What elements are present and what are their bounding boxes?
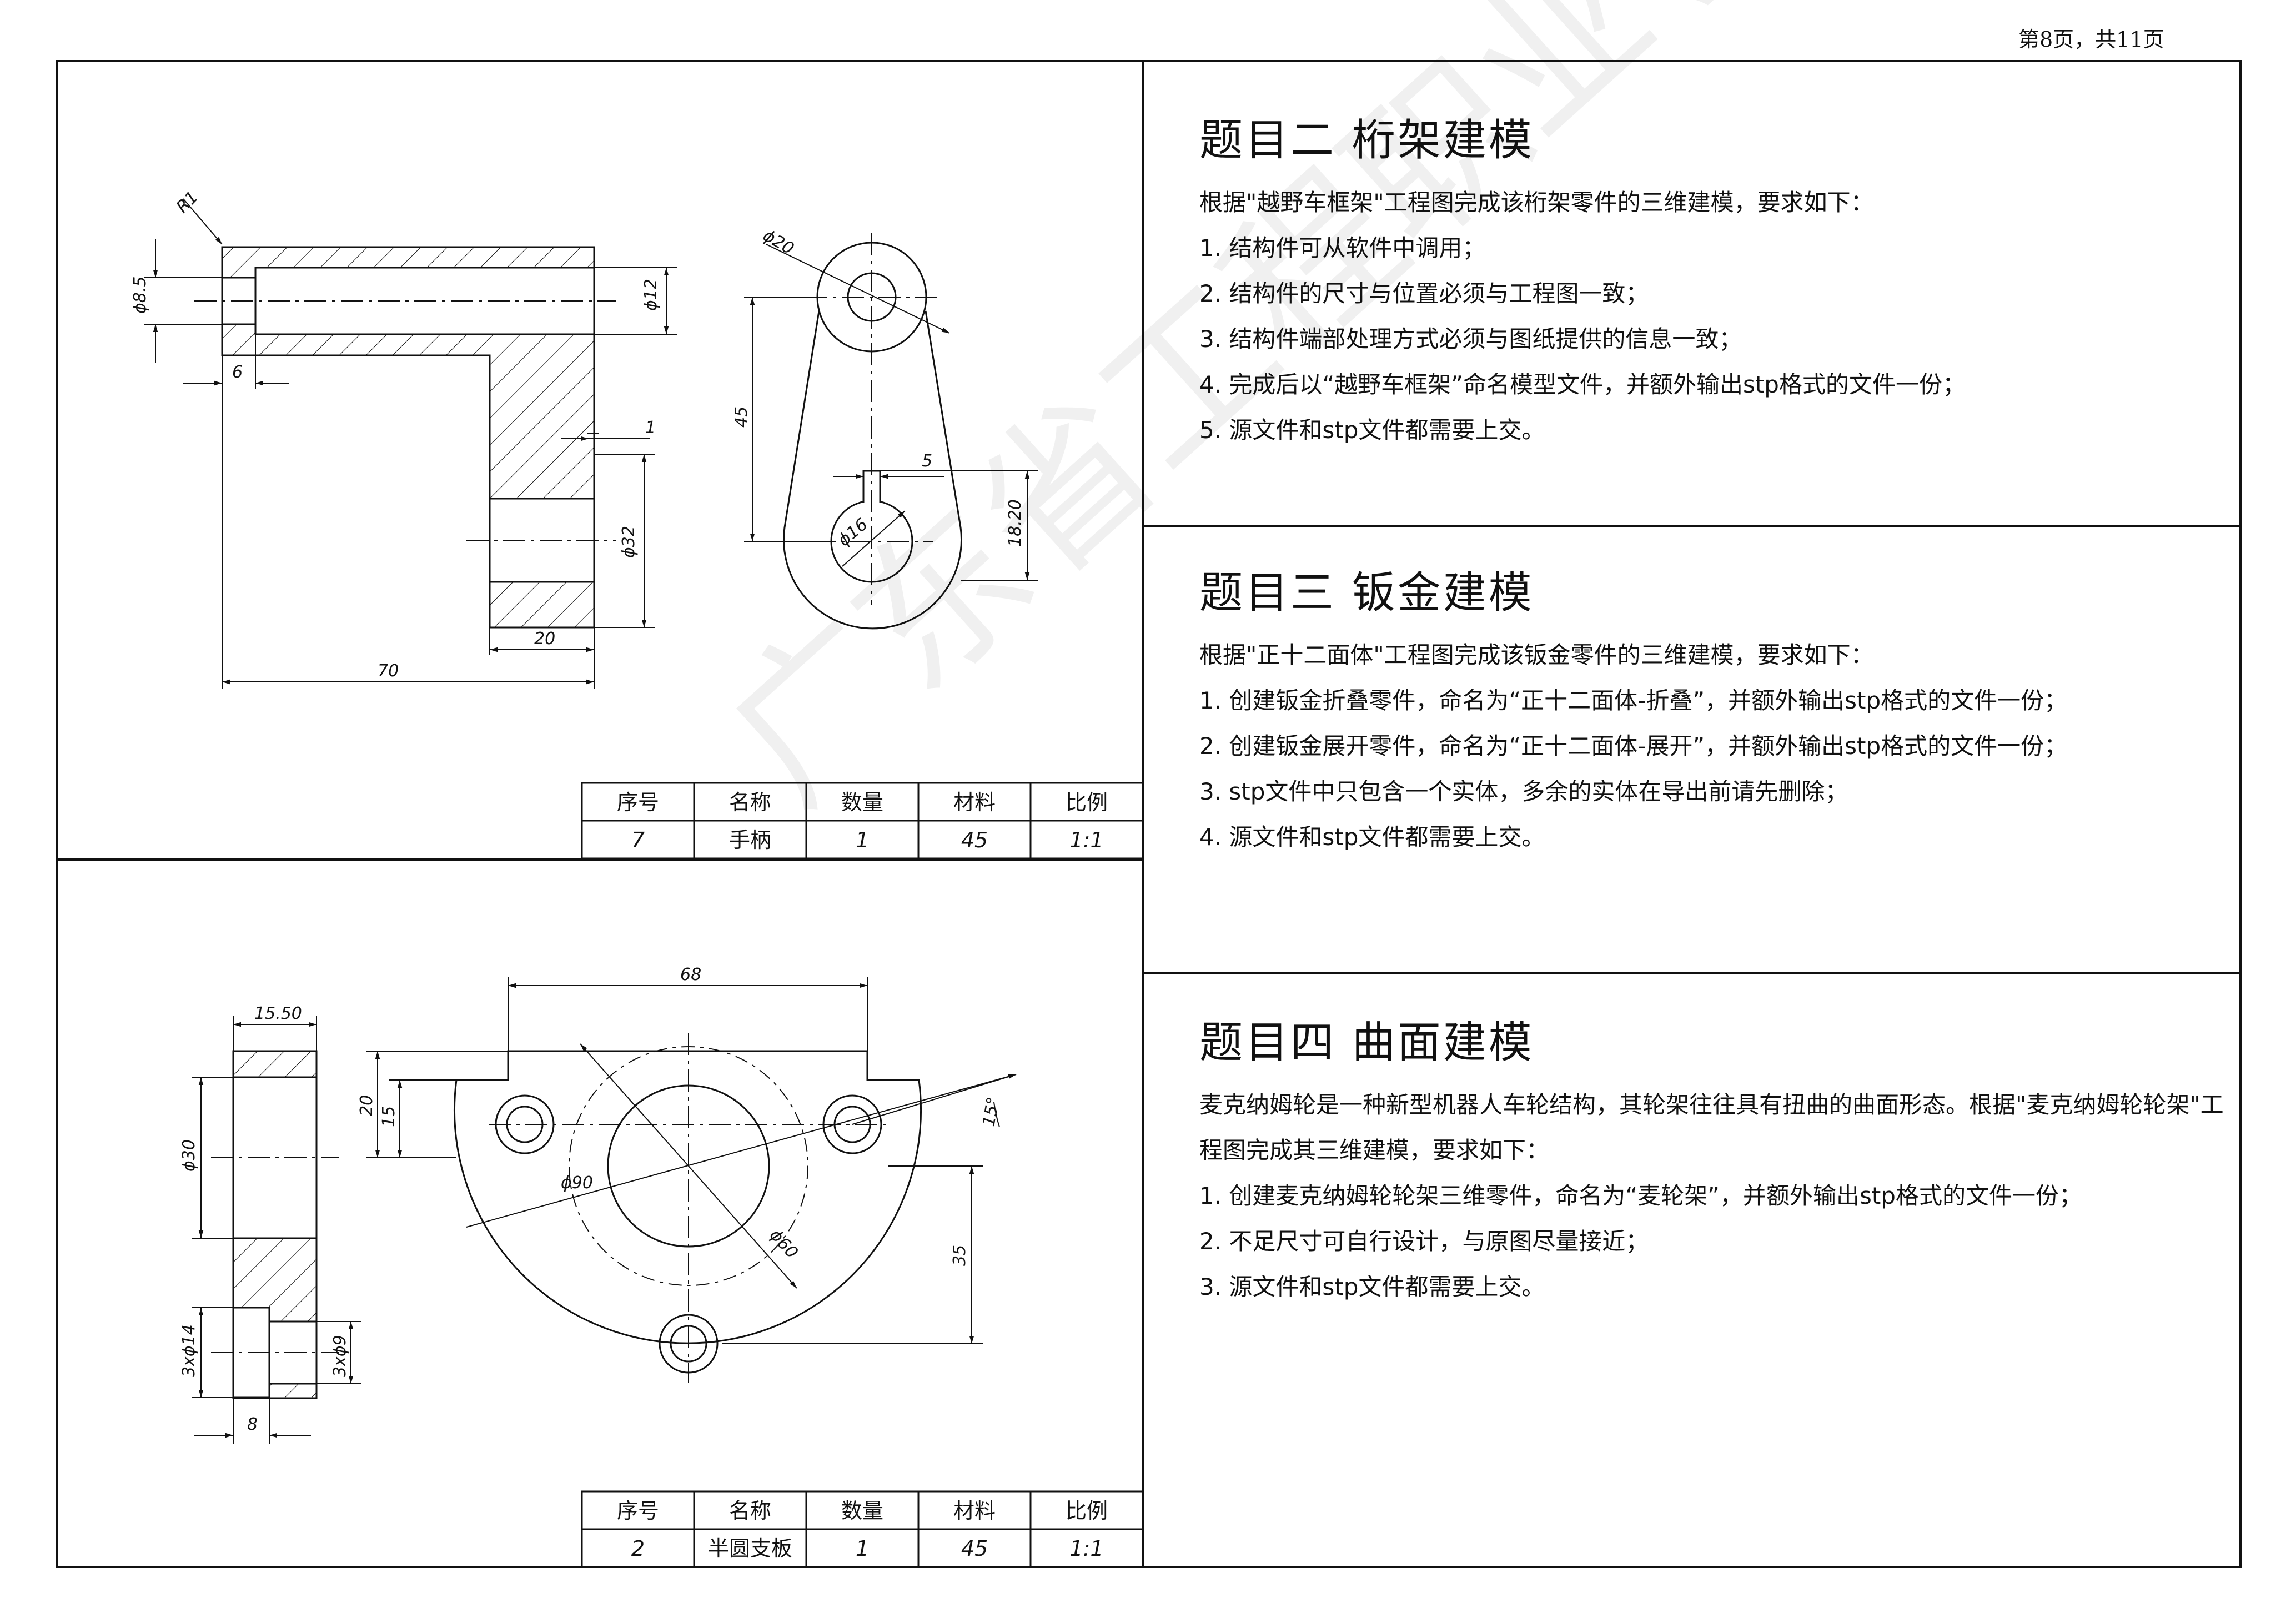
task-sheet-metal-modeling: 题目三 钣金建模 根据"正十二面体"工程图完成该钣金零件的三维建模，要求如下： … — [1199, 558, 2227, 860]
dim-5: 5 — [922, 451, 932, 471]
dim-r1: R1 — [173, 188, 202, 217]
handle-lever-view — [783, 233, 962, 630]
task-requirements: 1. 创建钣金折叠零件，命名为“正十二面体-折叠”，并额外输出stp格式的文件一… — [1199, 678, 2227, 860]
handle-section-dim-labels: R1 ϕ8.5 6 ϕ12 1 ϕ32 20 70 — [130, 188, 661, 681]
handle-section-dimensions — [144, 198, 677, 689]
tb1-name: 手柄 — [729, 828, 771, 852]
dim-15-50: 15.50 — [254, 1004, 302, 1023]
sheet-frame — [56, 60, 2242, 1568]
dim-d85: ϕ8.5 — [130, 277, 150, 314]
plate-side-view — [211, 1050, 339, 1399]
dim-70: 70 — [378, 661, 399, 681]
requirement-item: 3. 源文件和stp文件都需要上交。 — [1199, 1273, 1545, 1300]
tb1-header-material: 材料 — [953, 790, 996, 815]
requirement-item: 2. 不足尺寸可自行设计，与原图尽量接近； — [1199, 1228, 1649, 1255]
dim-3xd9: 3xϕ9 — [330, 1335, 350, 1377]
dim-68: 68 — [680, 965, 701, 984]
task-title: 题目四 曲面建模 — [1199, 1018, 1534, 1068]
requirement-item: 5. 源文件和stp文件都需要上交。 — [1199, 416, 1545, 444]
dim-35: 35 — [950, 1245, 969, 1266]
requirement-item: 4. 完成后以“越野车框架”命名模型文件，并额外输出stp格式的文件一份； — [1199, 371, 1966, 398]
task-requirements: 1. 结构件可从软件中调用； 2. 结构件的尺寸与位置必须与工程图一致； 3. … — [1199, 225, 2227, 453]
requirement-item: 4. 源文件和stp文件都需要上交。 — [1199, 823, 1545, 851]
requirement-item: 1. 创建麦克纳姆轮轮架三维零件，命名为“麦轮架”，并额外输出stp格式的文件一… — [1199, 1182, 2082, 1209]
task-truss-modeling: 题目二 桁架建模 根据"越野车框架"工程图完成该桁架零件的三维建模，要求如下： … — [1199, 105, 2227, 453]
tb2-index: 2 — [631, 1536, 645, 1561]
tb1-header-index: 序号 — [617, 790, 659, 815]
dim-d12: ϕ12 — [641, 279, 661, 311]
requirement-item: 2. 创建钣金展开零件，命名为“正十二面体-展开”，并额外输出stp格式的文件一… — [1199, 732, 2068, 760]
dim-6: 6 — [232, 363, 243, 382]
tb1-header-qty: 数量 — [841, 790, 883, 815]
tb1-qty: 1 — [856, 828, 869, 852]
tb1-material: 45 — [961, 828, 988, 852]
dim-d90: ϕ90 — [561, 1173, 593, 1193]
requirement-item: 3. stp文件中只包含一个实体，多余的实体在导出前请先删除； — [1199, 778, 1848, 805]
plate-front-view — [454, 1033, 922, 1383]
tb1-index: 7 — [631, 828, 645, 852]
requirement-item: 3. 结构件端部处理方式必须与图纸提供的信息一致； — [1199, 325, 1742, 353]
tb2-header-material: 材料 — [953, 1499, 996, 1523]
tb2-name: 半圆支板 — [708, 1536, 792, 1561]
dim-angle-15: 15° — [979, 1096, 1003, 1128]
task-intro: 根据"越野车框架"工程图完成该桁架零件的三维建模，要求如下： — [1199, 189, 1874, 216]
title-block-handle: 序号 名称 数量 材料 比例 7 手柄 1 45 1:1 — [581, 782, 1144, 860]
dim-3xd14: 3xϕ14 — [179, 1324, 199, 1377]
dim-8: 8 — [247, 1415, 258, 1434]
task-title: 题目二 桁架建模 — [1199, 115, 1534, 165]
task-title: 题目三 钣金建模 — [1199, 568, 1534, 618]
tb2-header-name: 名称 — [729, 1499, 771, 1523]
dim-d60: ϕ60 — [766, 1225, 802, 1262]
tb2-header-qty: 数量 — [841, 1499, 883, 1523]
requirement-item: 2. 结构件的尺寸与位置必须与工程图一致； — [1199, 280, 1649, 307]
dim-d20: ϕ20 — [760, 226, 797, 259]
tb2-scale: 1:1 — [1069, 1536, 1103, 1561]
handle-section-view — [194, 246, 616, 629]
dim-d30: ϕ30 — [179, 1139, 199, 1172]
requirement-item: 1. 创建钣金折叠零件，命名为“正十二面体-折叠”，并额外输出stp格式的文件一… — [1199, 687, 2068, 714]
plate-side-dimensions — [192, 1016, 361, 1444]
drawing-plate: 15.50 ϕ30 3xϕ14 3xϕ9 8 — [179, 965, 1144, 1568]
dim-18-20: 18.20 — [1006, 499, 1025, 547]
plate-side-dim-labels: 15.50 ϕ30 3xϕ14 3xϕ9 8 — [179, 1004, 350, 1434]
drawing-handle: R1 ϕ8.5 6 ϕ12 1 ϕ32 20 70 — [130, 188, 1144, 860]
task-requirements: 1. 创建麦克纳姆轮轮架三维零件，命名为“麦轮架”，并额外输出stp格式的文件一… — [1199, 1173, 2227, 1310]
tb1-scale: 1:1 — [1069, 828, 1103, 852]
dim-15: 15 — [379, 1106, 399, 1127]
requirement-item: 1. 结构件可从软件中调用； — [1199, 234, 1486, 262]
task-intro: 麦克纳姆轮是一种新型机器人车轮结构，其轮架往往具有扭曲的曲面形态。根据"麦克纳姆… — [1199, 1091, 2224, 1164]
task-surface-modeling: 题目四 曲面建模 麦克纳姆轮是一种新型机器人车轮结构，其轮架往往具有扭曲的曲面形… — [1199, 1008, 2227, 1310]
dim-20: 20 — [534, 629, 555, 649]
task-intro: 根据"正十二面体"工程图完成该钣金零件的三维建模，要求如下： — [1199, 641, 1874, 669]
plate-front-dimensions — [366, 977, 1017, 1344]
dim-45: 45 — [732, 406, 751, 428]
tb1-header-name: 名称 — [729, 790, 771, 815]
tb2-header-scale: 比例 — [1066, 1499, 1108, 1523]
tb1-header-scale: 比例 — [1066, 790, 1108, 815]
dim-1: 1 — [645, 418, 656, 438]
title-block-plate: 序号 名称 数量 材料 比例 2 半圆支板 1 45 1:1 — [581, 1490, 1144, 1568]
dim-d32: ϕ32 — [619, 526, 639, 558]
dim-20b: 20 — [357, 1095, 376, 1116]
handle-lever-dimensions — [744, 244, 1038, 581]
tb2-header-index: 序号 — [617, 1499, 659, 1523]
page-number: 第8页，共11页 — [2018, 27, 2164, 52]
tb2-material: 45 — [961, 1536, 988, 1561]
tb2-qty: 1 — [856, 1536, 869, 1561]
